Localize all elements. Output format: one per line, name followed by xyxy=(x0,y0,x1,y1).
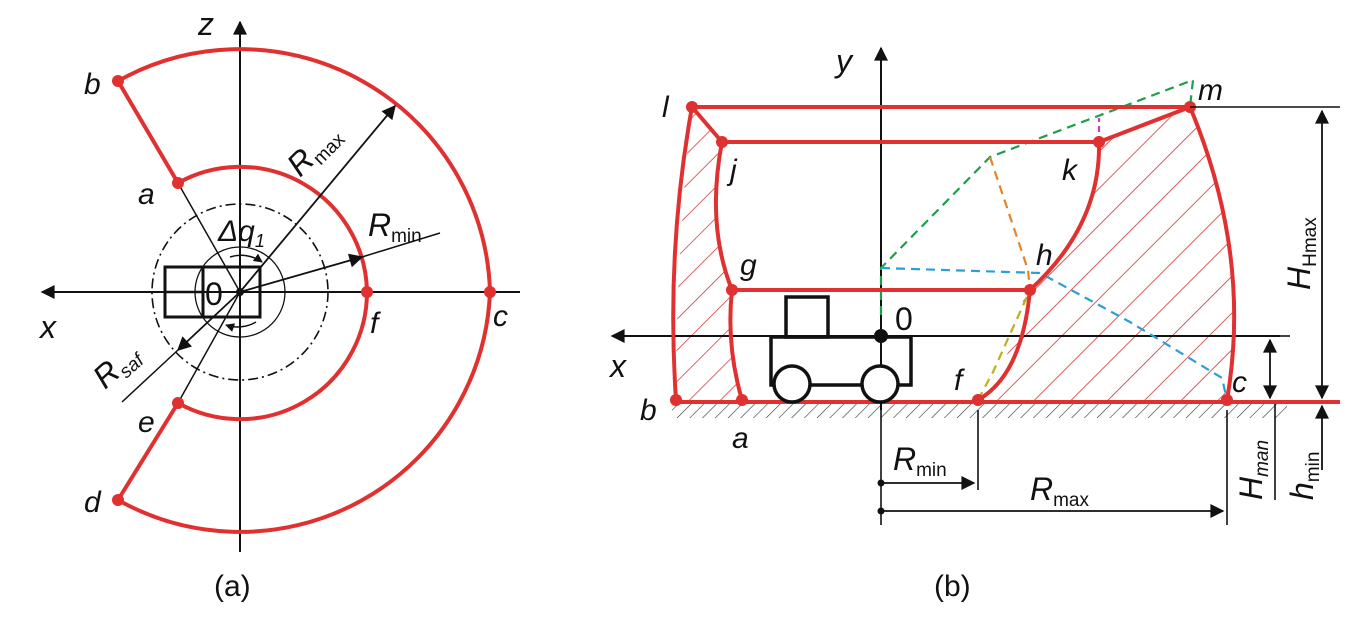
label-a-b: a xyxy=(732,422,749,455)
label-a-a: a xyxy=(138,178,155,211)
point-f-b xyxy=(972,394,984,406)
r-min-label-a: Rmin xyxy=(368,207,422,247)
point-g xyxy=(726,284,738,296)
point-a-a xyxy=(172,177,184,189)
h-min-label: hmin xyxy=(1284,452,1324,500)
panel-b: y x 0 l m j k g h b a f c Rmin Rmax HHma… xyxy=(608,43,1340,603)
point-a-b xyxy=(736,394,748,406)
delta-q-label: Δq1 xyxy=(217,215,265,251)
label-j: j xyxy=(726,154,738,187)
r-min-leader xyxy=(361,232,441,258)
label-g: g xyxy=(740,249,757,282)
label-c-a: c xyxy=(493,300,508,333)
delta-q-arc xyxy=(229,253,263,263)
angle-ray-e xyxy=(177,291,241,404)
orange-dashed-path xyxy=(988,156,1032,291)
r-saf-label: Rsaf xyxy=(86,335,150,398)
axis-x-label-a: x xyxy=(38,309,57,345)
safety-circle xyxy=(151,203,329,381)
h-man-label: Hman xyxy=(1233,440,1273,500)
label-f-a: f xyxy=(370,307,381,340)
point-j xyxy=(716,136,728,148)
label-c-b: c xyxy=(1232,366,1247,399)
point-c-a xyxy=(484,286,496,298)
dimensions xyxy=(880,106,1340,525)
hatched-region-right xyxy=(978,107,1235,400)
caption-a: (a) xyxy=(214,570,251,603)
label-b-a: b xyxy=(84,68,101,101)
r-max-arrow xyxy=(239,104,396,293)
label-e-a: e xyxy=(138,406,155,439)
point-h xyxy=(1024,284,1036,296)
point-d-a xyxy=(112,494,124,506)
label-k: k xyxy=(1062,154,1079,187)
origin-label-a: 0 xyxy=(205,276,223,312)
boundary-points-b xyxy=(670,101,1233,406)
axis-z-label: z xyxy=(197,6,214,42)
point-e-a xyxy=(172,397,184,409)
point-b-b xyxy=(670,394,682,406)
label-d-a: d xyxy=(84,486,102,519)
caption-b: (b) xyxy=(934,570,971,603)
workspace-boundary-b xyxy=(671,105,1237,402)
r-saf-arrow xyxy=(176,291,241,351)
point-k xyxy=(1093,136,1105,148)
label-f-b: f xyxy=(954,364,965,397)
origin-label-b: 0 xyxy=(895,301,913,337)
point-f-a xyxy=(361,286,373,298)
r-saf-leader xyxy=(121,349,179,403)
workspace-boundary-a xyxy=(116,47,492,534)
axis-x-label-b: x xyxy=(608,348,627,384)
label-l: l xyxy=(662,91,670,124)
olive-dashed-path xyxy=(977,289,1032,401)
r-min-arrow xyxy=(239,253,364,293)
ground-hatch xyxy=(672,404,1287,418)
point-b-a xyxy=(112,75,124,87)
label-h: h xyxy=(1036,239,1053,272)
point-l xyxy=(686,101,698,113)
axis-y-label: y xyxy=(834,43,854,79)
h-hmax-label: HHmax xyxy=(1281,217,1321,290)
blue-dashed-path xyxy=(880,266,1229,401)
panel-a: z x 0 b a f c e d Rmax Rmin Rsaf Δq1 (a) xyxy=(38,6,520,603)
boundary-points-a xyxy=(112,75,496,506)
r-max-label-b: Rmax xyxy=(1030,471,1090,511)
origin-point-a xyxy=(236,288,244,296)
label-b-b: b xyxy=(640,394,657,427)
r-min-label-b: Rmin xyxy=(893,441,947,481)
tractor-side-view xyxy=(769,295,913,404)
point-c-b xyxy=(1221,394,1233,406)
angle-ray-a xyxy=(177,182,241,293)
label-m: m xyxy=(1198,74,1223,107)
hatched-region-left xyxy=(676,107,742,400)
